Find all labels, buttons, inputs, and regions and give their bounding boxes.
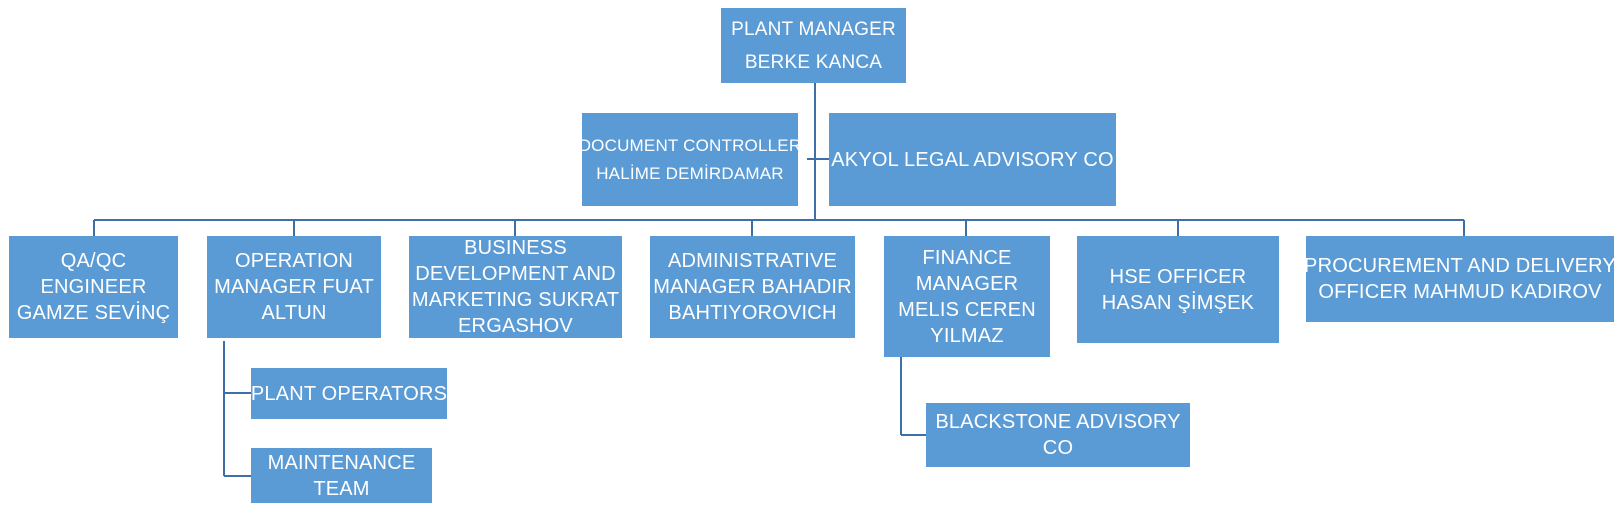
finance-manager-line-3: MELIS CEREN <box>898 298 1036 321</box>
node-finance-manager: FINANCE MANAGER MELIS CEREN YILMAZ <box>884 236 1050 357</box>
node-qa-qc-engineer: QA/QC ENGINEER GAMZE SEVİNÇ <box>9 236 178 338</box>
finance-manager-line-1: FINANCE <box>922 246 1012 269</box>
node-administrative-manager: ADMINISTRATIVE MANAGER BAHADIR BAHTIYORO… <box>650 236 855 338</box>
plant-manager-title: PLANT MANAGER <box>731 18 896 40</box>
hse-officer-line-2: HASAN ŞİMŞEK <box>1101 291 1255 314</box>
procurement-line-1: PROCUREMENT AND DELIVERY <box>1304 255 1616 277</box>
blackstone-advisory-line-1: BLACKSTONE ADVISORY <box>935 411 1181 433</box>
operation-manager-line-2: MANAGER FUAT <box>214 276 374 298</box>
finance-manager-line-4: YILMAZ <box>930 324 1004 347</box>
business-development-line-3: MARKETING SUKRAT <box>411 289 620 311</box>
business-development-line-4: ERGASHOV <box>458 315 573 337</box>
operation-manager-line-3: ALTUN <box>261 302 327 324</box>
qa-qc-line-2: ENGINEER <box>40 276 147 298</box>
node-business-development: BUSINESS DEVELOPMENT AND MARKETING SUKRA… <box>409 236 622 338</box>
maintenance-team-line-2: TEAM <box>313 477 370 500</box>
business-development-line-2: DEVELOPMENT AND <box>415 263 616 285</box>
maintenance-team-line-1: MAINTENANCE <box>267 451 416 474</box>
plant-operators-label: PLANT OPERATORS <box>250 382 448 405</box>
business-development-line-1: BUSINESS <box>464 237 567 259</box>
administrative-manager-line-1: ADMINISTRATIVE <box>667 250 838 272</box>
node-procurement-officer: PROCUREMENT AND DELIVERY OFFICER MAHMUD … <box>1304 236 1616 322</box>
procurement-line-2: OFFICER MAHMUD KADIROV <box>1318 281 1602 303</box>
node-operation-manager: OPERATION MANAGER FUAT ALTUN <box>207 236 381 338</box>
node-plant-operators: PLANT OPERATORS <box>251 368 447 419</box>
node-blackstone-advisory: BLACKSTONE ADVISORY CO <box>926 403 1190 467</box>
document-controller-name: HALİME DEMİRDAMAR <box>596 163 784 183</box>
node-document-controller: DOCUMENT CONTROLLER HALİME DEMİRDAMAR <box>579 113 801 206</box>
blackstone-advisory-line-2: CO <box>1042 437 1074 459</box>
node-maintenance-team: MAINTENANCE TEAM <box>251 448 432 503</box>
administrative-manager-line-3: BAHTIYOROVICH <box>668 302 837 324</box>
operation-manager-line-1: OPERATION <box>234 250 354 272</box>
document-controller-title: DOCUMENT CONTROLLER <box>578 135 802 155</box>
administrative-manager-line-2: MANAGER BAHADIR <box>653 276 852 298</box>
qa-qc-line-3: GAMZE SEVİNÇ <box>16 302 171 324</box>
finance-manager-line-2: MANAGER <box>915 272 1019 295</box>
plant-manager-name: BERKE KANCA <box>744 51 883 73</box>
qa-qc-line-1: QA/QC <box>60 250 127 272</box>
node-plant-manager: PLANT MANAGER BERKE KANCA <box>721 8 906 83</box>
legal-advisory-label: AKYOL LEGAL ADVISORY CO <box>831 148 1114 171</box>
hse-officer-line-1: HSE OFFICER <box>1109 265 1247 288</box>
node-hse-officer: HSE OFFICER HASAN ŞİMŞEK <box>1077 236 1279 343</box>
node-legal-advisory: AKYOL LEGAL ADVISORY CO <box>829 113 1116 206</box>
